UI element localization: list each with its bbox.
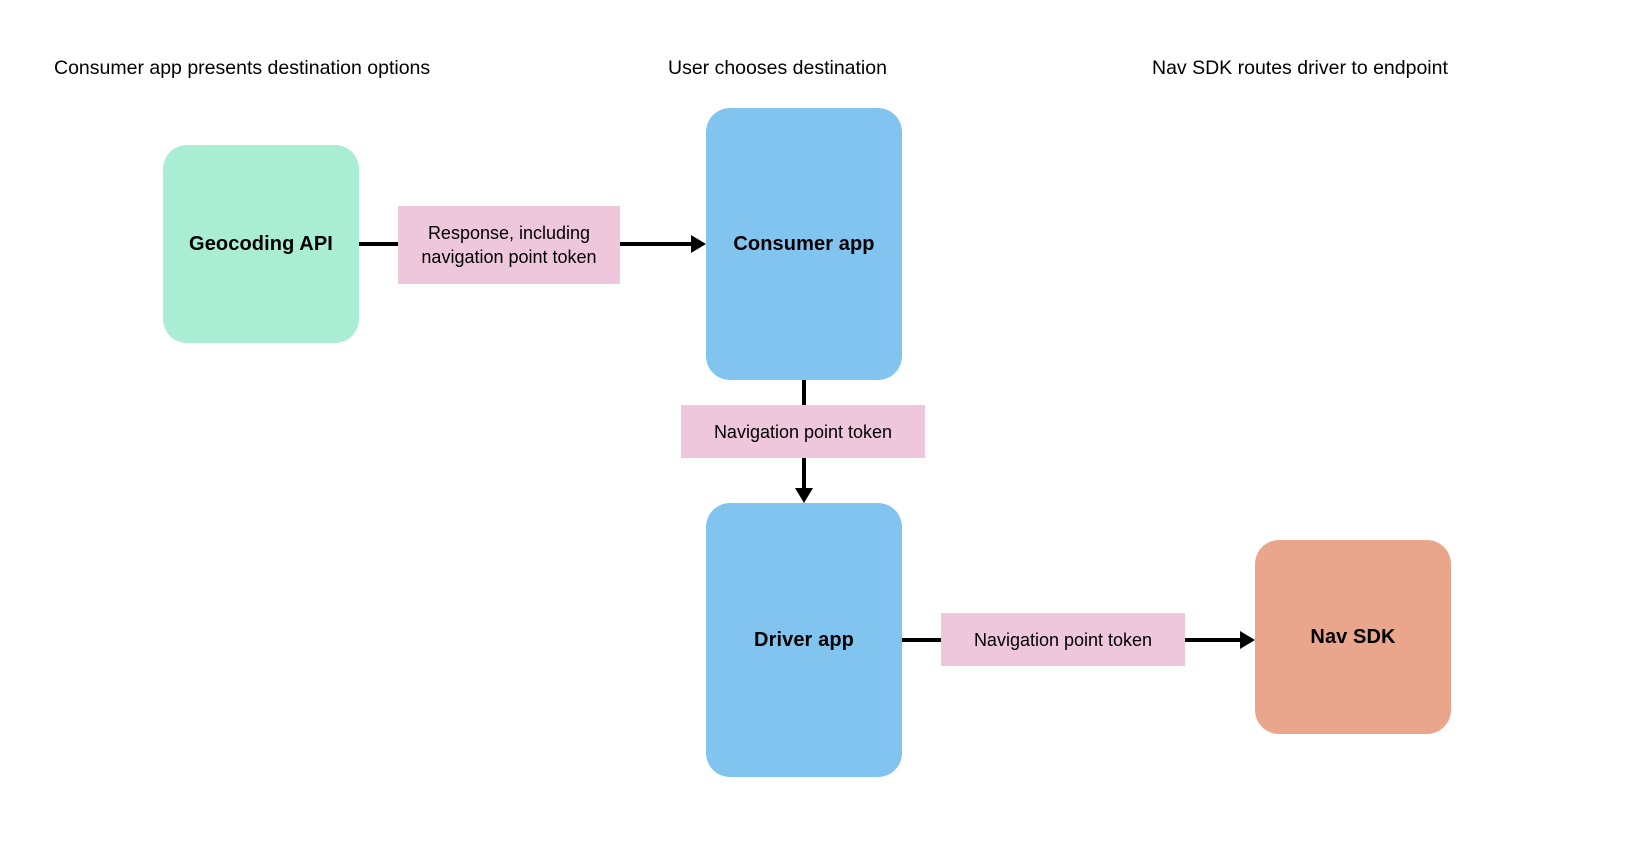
node-nav-sdk-label: Nav SDK	[1310, 625, 1396, 648]
edge-label-navigation-point-token-driver-to-navsdk: Navigation point token	[941, 613, 1185, 666]
node-geocoding-api-label: Geocoding API	[189, 232, 333, 255]
node-consumer-app-label: Consumer app	[733, 232, 875, 255]
edge-line-consumer-to-driver-top	[802, 380, 806, 408]
stage-header-consumer-app-presents-destination-options: Consumer app presents destination option…	[54, 57, 431, 79]
arrowhead-right-icon-driver-to-navsdk	[1240, 631, 1255, 649]
stage-header-nav-sdk-routes-driver-to-endpoint: Nav SDK routes driver to endpoint	[1152, 57, 1448, 79]
edge-label-navigation-point-token-driver-to-navsdk-text: Navigation point token	[973, 629, 1153, 650]
edge-label-navigation-point-token-consumer-to-driver: Navigation point token	[681, 405, 925, 458]
edge-label-response-including-navigation-point-token-text: Response, including navigation point tok…	[421, 223, 597, 267]
arrowhead-down-icon-consumer-to-driver	[795, 488, 813, 503]
edge-line-geocoding-to-consumer-right	[620, 242, 692, 246]
node-consumer-app[interactable]: Consumer app	[706, 108, 902, 380]
node-geocoding-api[interactable]: Geocoding API	[163, 145, 359, 343]
edge-label-navigation-point-token-consumer-to-driver-text: Navigation point token	[713, 421, 893, 442]
node-nav-sdk[interactable]: Nav SDK	[1255, 540, 1451, 734]
node-driver-app[interactable]: Driver app	[706, 503, 902, 777]
edge-line-driver-to-navsdk-left	[902, 638, 944, 642]
stage-header-user-chooses-destination: User chooses destination	[668, 57, 887, 79]
edge-label-response-including-navigation-point-token: Response, including navigation point tok…	[398, 206, 620, 284]
edge-line-geocoding-to-consumer-left	[359, 242, 401, 246]
arrowhead-right-icon-geocoding-to-consumer	[691, 235, 706, 253]
edge-line-consumer-to-driver-bottom	[802, 458, 806, 491]
node-driver-app-label: Driver app	[754, 628, 854, 651]
edge-line-driver-to-navsdk-right	[1185, 638, 1241, 642]
